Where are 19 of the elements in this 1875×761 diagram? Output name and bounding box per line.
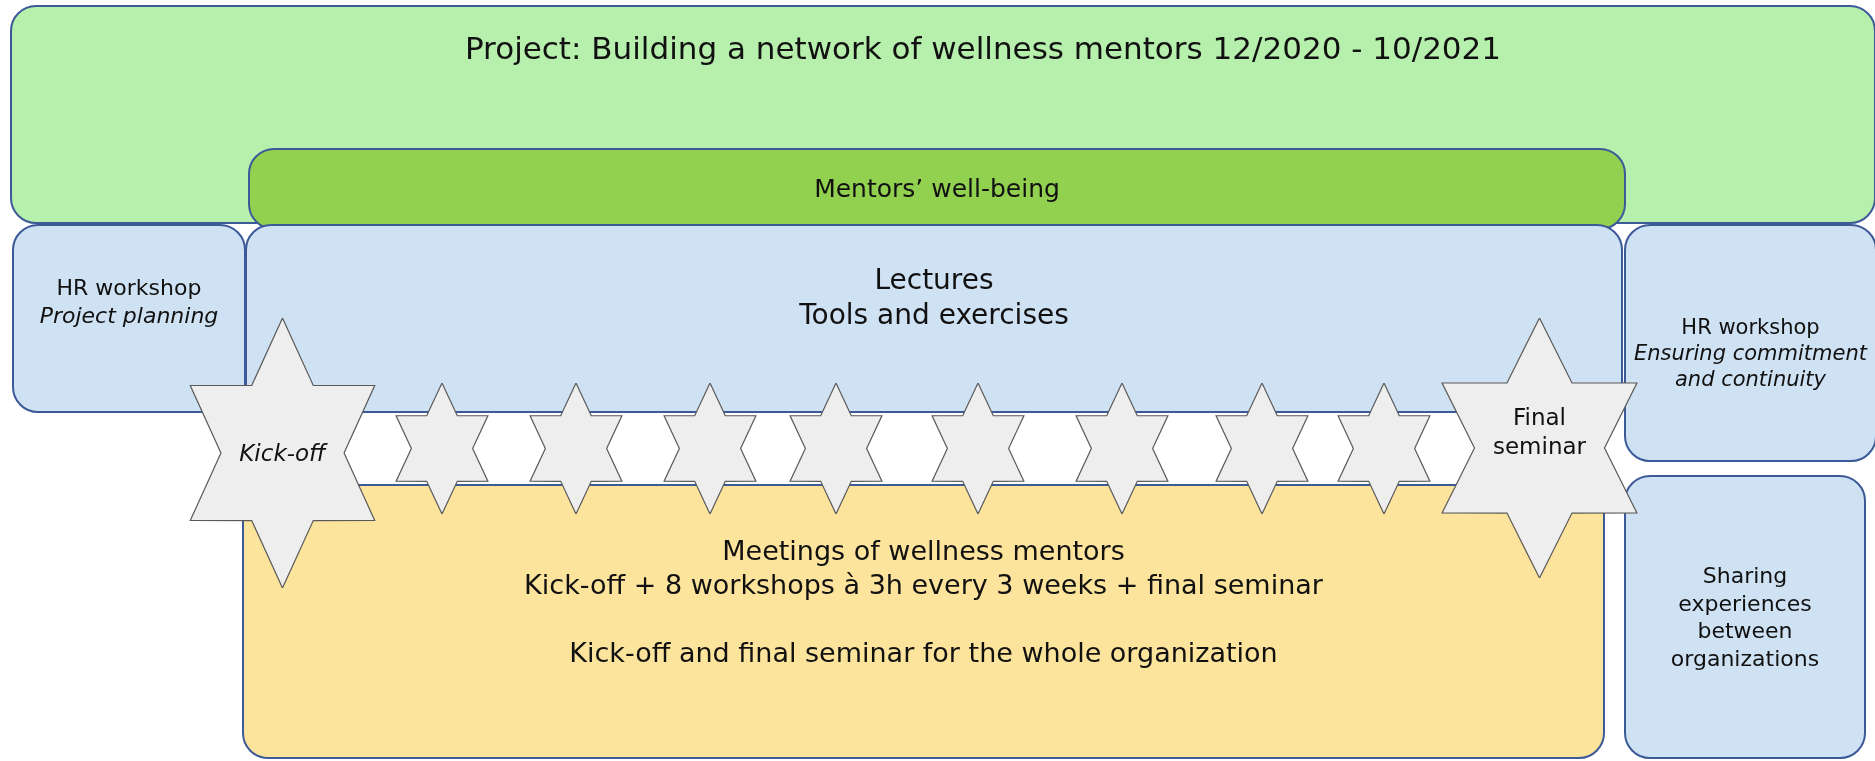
box-text: Lectures xyxy=(874,262,994,297)
box-text: HR workshop xyxy=(56,274,202,302)
box-text: Project planning xyxy=(39,301,219,329)
box-text: Ensuring commitment and continuity xyxy=(1633,339,1869,393)
star-label: Kick-off xyxy=(239,438,326,468)
box-text: Mentors’ well-being xyxy=(814,173,1060,205)
title-text: Project: Building a network of wellness mentors 12/2020 - 10/2021 xyxy=(464,29,1502,68)
workshop-box xyxy=(12,224,246,413)
workshop-box xyxy=(1624,224,1875,462)
box-text: Tools and exercises xyxy=(799,297,1069,332)
meetings-box xyxy=(242,484,1605,759)
box-text: Kick-off and final seminar for the whole organization xyxy=(569,635,1278,670)
box-text: Sharing experiences between organizations xyxy=(1669,562,1821,672)
band-box xyxy=(248,148,1626,230)
star-label: Final seminar xyxy=(1491,403,1588,461)
box-text: Meetings of wellness mentors xyxy=(722,534,1125,568)
box-text: Kick-off + 8 workshops à 3h every 3 weeks + final seminar xyxy=(524,567,1323,602)
box-text: HR workshop xyxy=(1681,313,1820,340)
sharing-box xyxy=(1624,475,1866,759)
